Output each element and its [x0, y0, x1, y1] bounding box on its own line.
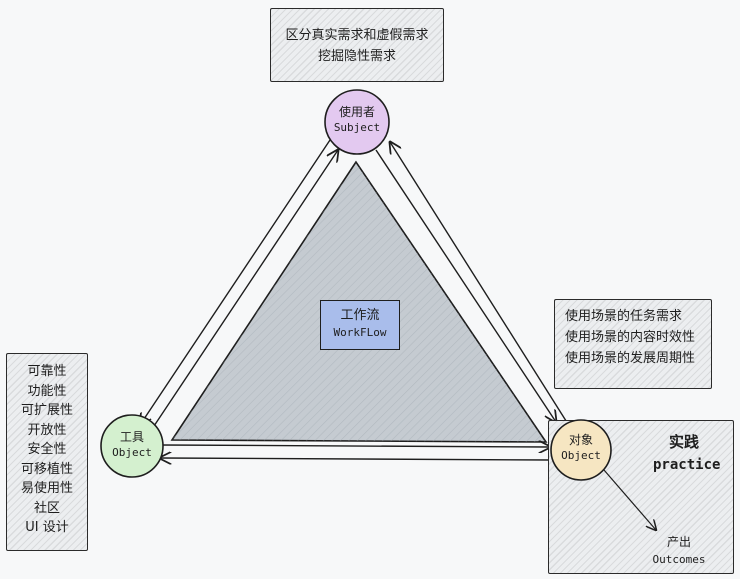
- tool-qualities-box: 可靠性 功能性 可扩展性 开放性 安全性 可移植性 易使用性 社区 UI 设计: [6, 353, 88, 551]
- object-title: 对象: [568, 433, 593, 447]
- practice-subtitle: practice: [653, 457, 721, 473]
- workflow-subtitle: WorkFLow: [333, 326, 387, 339]
- tool-quality-item: 易使用性: [20, 481, 73, 496]
- object-requirement-item: 使用场景的发展周期性: [565, 351, 696, 366]
- tool-quality-item: 社区: [33, 500, 60, 516]
- tool-node: [100, 414, 164, 478]
- subject-label: 使用者 Subject: [322, 104, 392, 136]
- object-label: 对象 Object: [550, 432, 612, 464]
- arrow-subject-to-tool: [140, 139, 331, 425]
- tool-label: 工具 Object: [100, 429, 164, 461]
- subject-subtitle: Subject: [333, 121, 381, 134]
- tool-quality-item: UI 设计: [25, 520, 69, 535]
- tool-quality-item: 可移植性: [20, 461, 73, 477]
- subject-title: 使用者: [338, 105, 375, 119]
- subject-requirement-item: 区分真实需求和虚假需求: [285, 28, 429, 43]
- tool-quality-item: 可扩展性: [20, 403, 73, 418]
- tool-quality-item: 开放性: [27, 422, 67, 438]
- object-subtitle: Object: [561, 449, 601, 462]
- tool-title: 工具: [119, 430, 144, 444]
- object-requirement-item: 使用场景的内容时效性: [565, 330, 696, 345]
- subject-requirement-item: 挖掘隐性需求: [317, 49, 396, 64]
- arrow-tool-to-subject: [149, 150, 338, 433]
- workflow-box: 工作流 WorkFLow: [320, 300, 400, 350]
- object-requirement-item: 使用场景的任务需求: [565, 309, 683, 324]
- arrow-object-to-subject: [390, 142, 569, 425]
- subject-node: [324, 89, 390, 155]
- arrow-tool-to-object: [159, 445, 550, 447]
- outcomes-label: 产出 Outcomes: [647, 533, 711, 569]
- tool-quality-item: 安全性: [27, 442, 67, 457]
- subject-requirements-box: 区分真实需求和虚假需求 挖掘隐性需求: [270, 8, 444, 82]
- tool-subtitle: Object: [112, 446, 152, 459]
- arrow-subject-to-object: [375, 149, 556, 422]
- outcomes-title: 产出: [666, 535, 691, 549]
- tool-quality-item: 可靠性: [27, 364, 67, 379]
- tool-quality-item: 功能性: [27, 383, 67, 399]
- outcomes-subtitle: Outcomes: [652, 553, 706, 566]
- workflow-title: 工作流: [340, 308, 380, 323]
- arrow-object-to-tool: [160, 458, 553, 460]
- practice-title: 实践: [669, 433, 700, 451]
- object-requirements-box: 使用场景的任务需求 使用场景的内容时效性 使用场景的发展周期性: [554, 299, 712, 389]
